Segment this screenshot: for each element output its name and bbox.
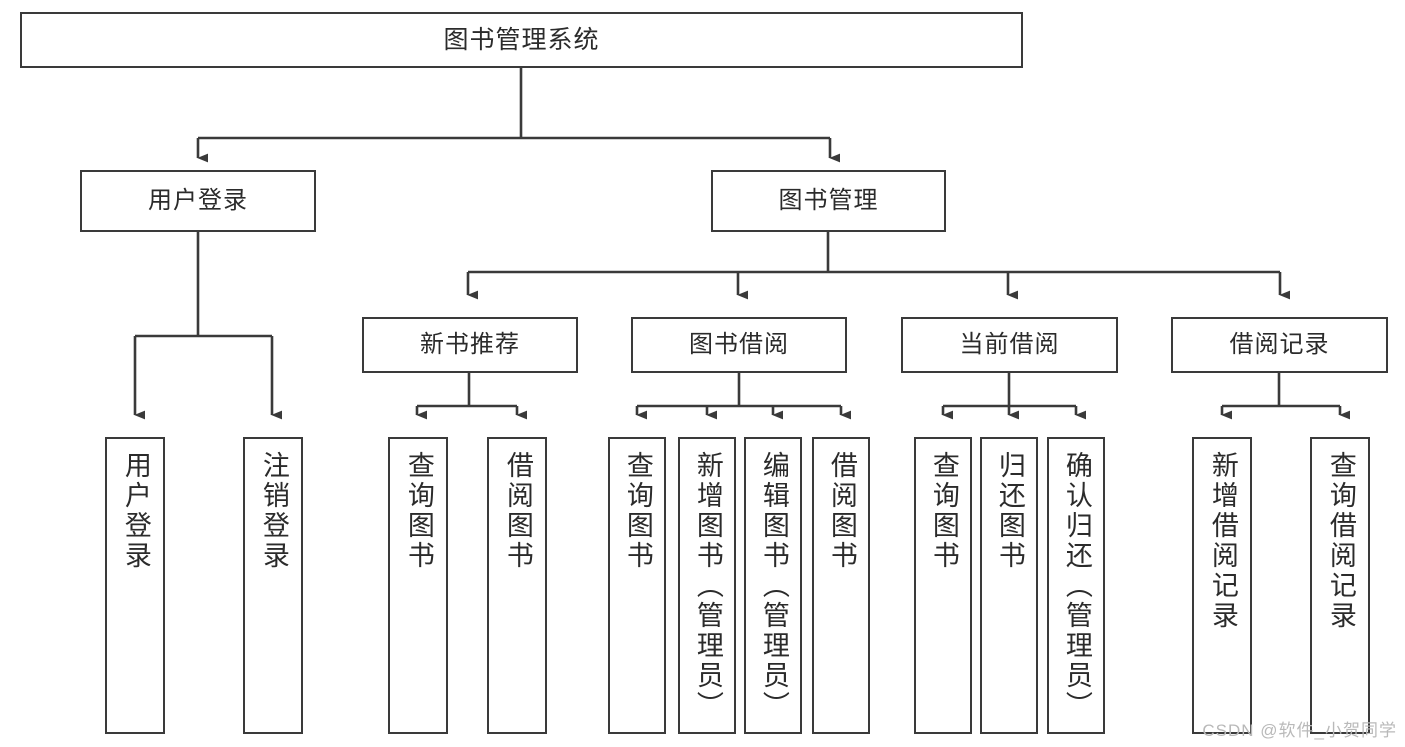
node-label: 借阅图书: [826, 451, 857, 571]
leaf-borrow-add-book-admin[interactable]: 新增图书（管理员）: [678, 437, 736, 734]
node-label: 新增图书（管理员）: [692, 451, 723, 721]
leaf-current-return-book[interactable]: 归还图书: [980, 437, 1038, 734]
node-label: 查询图书: [622, 451, 653, 571]
node-label: 查询图书: [928, 451, 959, 571]
node-borrow-record[interactable]: 借阅记录: [1171, 317, 1388, 373]
watermark: CSDN @软件_小贺同学: [1202, 721, 1397, 740]
node-label: 编辑图书（管理员）: [758, 451, 789, 721]
leaf-new-book-query-book[interactable]: 查询图书: [388, 437, 448, 734]
node-label: 用户登录: [120, 451, 151, 571]
node-current-borrow[interactable]: 当前借阅: [901, 317, 1118, 373]
node-label: 查询借阅记录: [1325, 451, 1356, 631]
node-label: 借阅记录: [1229, 331, 1330, 359]
node-label: 图书管理: [778, 187, 879, 215]
leaf-record-add-borrow-record[interactable]: 新增借阅记录: [1192, 437, 1252, 734]
leaf-borrow-query-book[interactable]: 查询图书: [608, 437, 666, 734]
leaf-logout[interactable]: 注销登录: [243, 437, 303, 734]
leaf-borrow-borrow-book[interactable]: 借阅图书: [812, 437, 870, 734]
node-label: 图书借阅: [689, 331, 789, 359]
node-new-book-recommend[interactable]: 新书推荐: [362, 317, 578, 373]
leaf-record-query-borrow-record[interactable]: 查询借阅记录: [1310, 437, 1370, 734]
node-book-management[interactable]: 图书管理: [711, 170, 946, 232]
node-root-book-management-system[interactable]: 图书管理系统: [20, 12, 1023, 68]
node-label: 新书推荐: [420, 331, 520, 359]
leaf-current-confirm-return-admin[interactable]: 确认归还（管理员）: [1047, 437, 1105, 734]
node-label: 用户登录: [148, 187, 248, 215]
node-label: 查询图书: [403, 451, 434, 571]
node-label: 新增借阅记录: [1207, 451, 1238, 631]
node-book-borrow[interactable]: 图书借阅: [631, 317, 847, 373]
leaf-new-book-borrow-book[interactable]: 借阅图书: [487, 437, 547, 734]
node-label: 注销登录: [258, 451, 289, 571]
node-label: 归还图书: [994, 451, 1025, 571]
node-label: 确认归还（管理员）: [1061, 451, 1092, 721]
leaf-current-query-book[interactable]: 查询图书: [914, 437, 972, 734]
node-user-login[interactable]: 用户登录: [80, 170, 316, 232]
node-label: 图书管理系统: [443, 25, 600, 54]
node-label: 借阅图书: [502, 451, 533, 571]
leaf-user-login[interactable]: 用户登录: [105, 437, 165, 734]
node-label: 当前借阅: [959, 331, 1060, 359]
leaf-borrow-edit-book-admin[interactable]: 编辑图书（管理员）: [744, 437, 802, 734]
